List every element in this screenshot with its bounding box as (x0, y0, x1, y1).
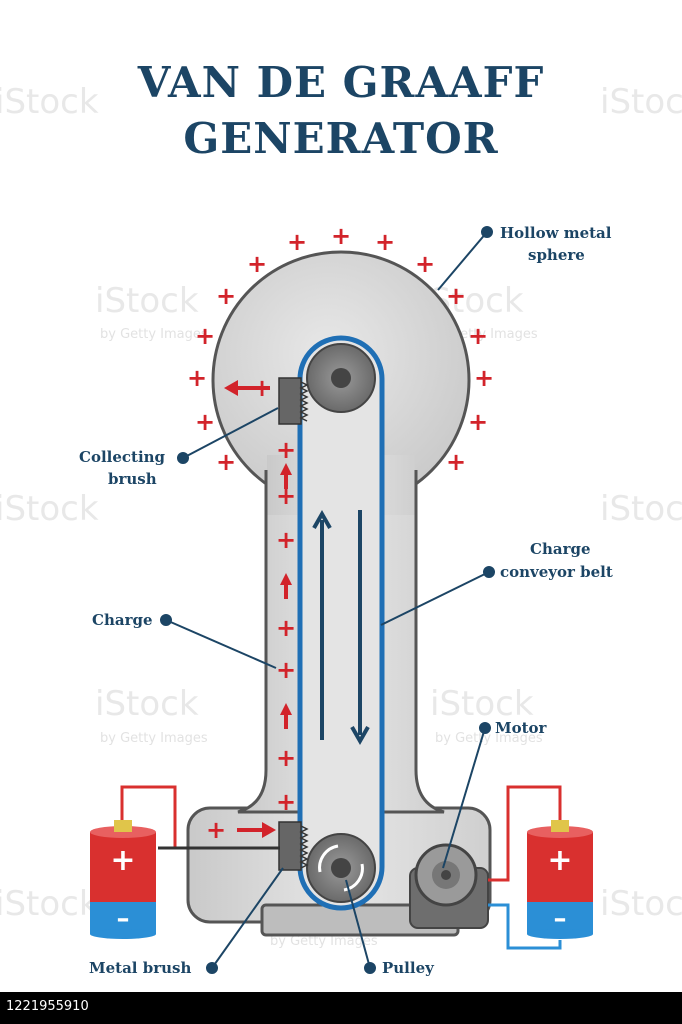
arrow-down-icon (350, 726, 370, 746)
charge-plus-icon: + (276, 436, 296, 464)
rotation-arrow-icon (343, 863, 364, 892)
watermark-brand: iStock (0, 489, 99, 529)
plus-icon: + (547, 843, 572, 878)
watermark-brand: iStock (430, 684, 534, 724)
charge-plus-icon: + (276, 482, 296, 510)
arrow-up-icon (312, 509, 332, 529)
watermark-brand: iStock (95, 684, 199, 724)
belt-channel (298, 338, 384, 908)
charge-plus-icon: + (415, 250, 435, 278)
title-line-1: VAN DE GRAAFF (137, 58, 545, 107)
label-metal-brush: Metal brush (89, 959, 191, 977)
watermark-sub: by Getty Images (435, 731, 543, 746)
label-motor: Motor (495, 719, 548, 737)
charge-plus-icon: + (195, 322, 215, 350)
arrow-up-icon (280, 703, 292, 729)
image-id: 1221955910 (6, 999, 89, 1014)
charge-plus-icon: + (446, 448, 466, 476)
charge-plus-icon: + (276, 744, 296, 772)
watermark-brand: iStock (95, 281, 199, 321)
metal-brush (278, 821, 309, 871)
title-line-2: GENERATOR (183, 114, 499, 163)
charge-plus-icon: + (331, 222, 351, 250)
label-hollow-sphere-line2: sphere (528, 246, 585, 264)
charge-plus-icon: + (216, 282, 236, 310)
rotation-arrow-icon (318, 844, 339, 873)
charge-plus-icon: + (206, 816, 226, 844)
charge-plus-icon: + (276, 788, 296, 816)
conveyor-belt (297, 335, 385, 911)
watermark-brand: iStock (0, 884, 99, 924)
charge-plus-icon: + (468, 408, 488, 436)
battery-right: + – (488, 785, 593, 950)
label-collecting-brush-line2: brush (108, 470, 157, 488)
charge-plus-icon: + (216, 448, 236, 476)
watermark-brand: iStock (600, 884, 682, 924)
charge-plus-icon: + (474, 364, 494, 392)
arrow-up-icon (280, 573, 292, 599)
label-pulley: Pulley (382, 959, 435, 977)
charge-plus-icon: + (287, 228, 307, 256)
watermark-sub: by Getty Images (100, 327, 208, 342)
label-conveyor-belt-line2: conveyor belt (500, 563, 613, 581)
battery-left: + – (90, 785, 280, 939)
label-conveyor-belt-line1: Charge (530, 540, 591, 558)
leader-lines (160, 226, 495, 974)
watermark-sub: by Getty Images (270, 934, 378, 949)
charge-plus-icon: + (446, 282, 466, 310)
label-hollow-sphere-line1: Hollow metal (500, 224, 612, 242)
watermark-brand: iStock (600, 489, 682, 529)
charge-plus-icon: + (468, 322, 488, 350)
charge-markers: ++++++++++++++++++++++++ (187, 222, 494, 844)
charge-plus-icon: + (276, 614, 296, 642)
belt-direction-arrows (312, 509, 370, 746)
arrow-up-icon (280, 463, 292, 489)
top-pulley (306, 343, 376, 413)
bottom-pulley (306, 833, 376, 903)
label-collecting-brush-line1: Collecting (79, 448, 166, 466)
charge-plus-icon: + (276, 656, 296, 684)
motor (409, 843, 489, 929)
charge-plus-icon: + (195, 408, 215, 436)
charge-plus-icon: + (375, 228, 395, 256)
footer-bar: 1221955910 (0, 992, 682, 1024)
charge-arrows (224, 380, 276, 838)
charge-plus-icon: + (276, 526, 296, 554)
label-charge: Charge (92, 611, 153, 629)
watermark-brand: iStock (0, 82, 99, 122)
collecting-brush (278, 377, 309, 425)
minus-icon: – (117, 904, 130, 934)
labels: Hollow metal sphere Collecting brush Cha… (79, 224, 613, 977)
plus-icon: + (110, 843, 135, 878)
watermark-sub: by Getty Images (100, 731, 208, 746)
charge-plus-icon: + (247, 250, 267, 278)
watermark-brand: iStock (600, 82, 682, 122)
charge-plus-icon: + (187, 364, 207, 392)
minus-icon: – (554, 904, 567, 934)
